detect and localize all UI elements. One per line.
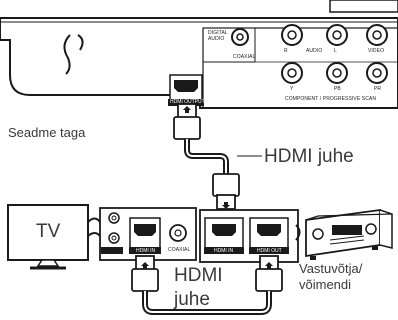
tv-back-panel [87,207,197,261]
receiver-hdmi-out-label: HDMI OUT [257,248,282,254]
hdmi-output-port [168,74,204,106]
receiver-back-panel [199,209,301,263]
y-label: Y [290,86,294,92]
audio-l-label: L [334,48,337,54]
coaxial-label: COAXIAL [233,54,256,60]
hdmi-cable-bottom-label-2: juhe [174,289,210,310]
pb-jack [326,62,348,84]
receiver-hdmi-in-label: HDMI IN [214,248,234,254]
hdmi-cable-bottom-label-1: HDMI [174,265,223,286]
coaxial-jack [231,28,249,46]
device-back-label: Seadme taga [8,125,86,140]
pb-label: PB [334,86,341,92]
pr-label: PR [374,86,382,92]
tv [7,204,89,270]
tv-coaxial-label: COAXIAL [168,247,191,253]
hdmi-cable-top-label: HDMI juhe [264,146,354,167]
hdmi-output-label: HDMI OUTPUT [170,99,205,105]
y-jack [281,62,303,84]
audio-r-jack [281,24,303,46]
video-jack [366,24,388,46]
audio-l-jack [326,24,348,46]
pr-jack [366,62,388,84]
audio-label: AUDIO [306,48,323,54]
tv-hdmi-in-label: HDMI IN [136,248,156,254]
hdmi-cable-bottom [131,255,283,315]
receiver-label-1: Vastuvõtja/ [299,261,363,276]
tv-label: TV [36,221,61,242]
component-label: COMPONENT / PROGRESSIVE SCAN [285,96,377,102]
audio-r-label: R [284,48,288,54]
hdmi-cable-top [173,103,262,210]
receiver [305,208,393,260]
digital-audio-label: DIGITAL AUDIO [208,30,228,42]
receiver-label-2: võimendi [299,277,352,292]
video-label: VIDEO [368,48,385,54]
